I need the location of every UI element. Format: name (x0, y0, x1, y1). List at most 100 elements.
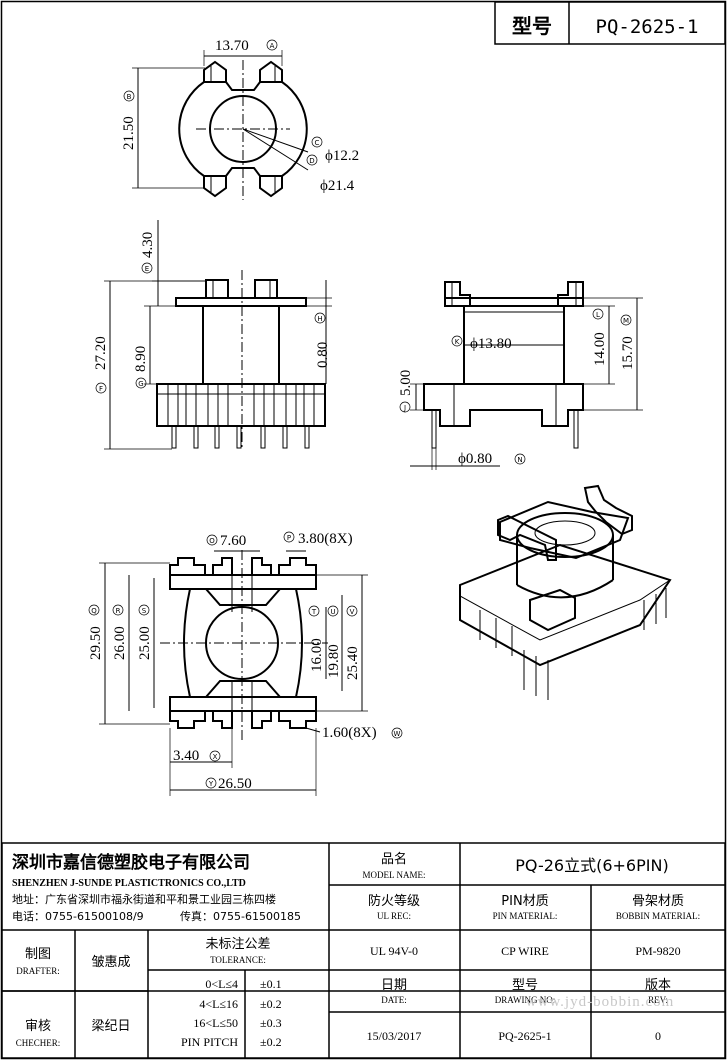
header-box: 型号 PQ-2625-1 (494, 1, 726, 45)
svg-text:D: D (309, 157, 314, 165)
dim-21-50: 21.50 (121, 116, 137, 150)
dim-label-f: F (95, 382, 107, 394)
watermark: www.jyd-bobbin.com (526, 994, 675, 1010)
tolerance-range: PIN PITCH (181, 1035, 238, 1049)
dim-label-t: T (308, 605, 320, 617)
drawing-no-label-en: DRAWING NO: (495, 995, 556, 1005)
svg-text:H: H (317, 315, 322, 323)
dim-3-80-8x: 3.80(8X) (298, 531, 353, 547)
svg-text:A: A (270, 42, 275, 50)
dim-phi-21-4: ϕ21.4 (320, 178, 355, 194)
title-block (1, 842, 726, 1059)
company-address: 地址：广东省深圳市福永街道和平和景工业园三栋四楼 (12, 892, 276, 906)
front-view (104, 220, 332, 450)
svg-text:F: F (99, 385, 103, 393)
rev-label-en: REV: (648, 995, 668, 1005)
dim-3-40: 3.40 (173, 748, 199, 764)
dim-phi-12-2: ϕ12.2 (325, 148, 359, 164)
dim-1-60-8x: 1.60(8X) (322, 725, 377, 741)
dim-label-p: P (283, 531, 295, 543)
svg-text:E: E (145, 265, 149, 273)
date-label-en: DATE: (381, 995, 407, 1005)
ul-label-en: UL REC: (377, 911, 411, 921)
svg-text:K: K (455, 338, 460, 346)
drafter-label-en: DRAFTER: (16, 966, 60, 976)
dim-label-d: D (306, 154, 318, 166)
svg-text:T: T (311, 608, 317, 616)
dim-25-40: 25.40 (345, 646, 361, 680)
bottom-view (99, 550, 368, 796)
svg-text:G: G (138, 380, 143, 388)
tolerance-label-en: TOLERANCE: (210, 955, 266, 965)
checker-name: 梁纪日 (91, 1019, 130, 1034)
dim-label-n: N (514, 453, 526, 465)
company-name-en: SHENZHEN J-SUNDE PLASTICTRONICS CO.,LTD (12, 878, 246, 889)
svg-text:J: J (403, 404, 406, 412)
dim-19-80: 19.80 (326, 644, 342, 678)
svg-text:S: S (142, 607, 147, 615)
ul-value: UL 94V-0 (370, 944, 418, 958)
tolerance-value: ±0.2 (260, 997, 282, 1011)
model-name-value: PQ-26立式(6+6PIN) (515, 856, 668, 875)
dim-label-b: B (123, 90, 135, 102)
rev-value: 0 (655, 1029, 661, 1043)
tolerance-value: ±0.1 (260, 977, 282, 991)
dim-14-00: 14.00 (592, 332, 608, 366)
dim-label-g: G (135, 377, 147, 389)
drafter-name: 皱惠成 (91, 954, 130, 970)
dim-label-k: K (451, 335, 463, 347)
tolerance-label-cn: 未标注公差 (205, 937, 270, 952)
company-name-cn: 深圳市嘉信德塑胶电子有限公司 (12, 852, 250, 873)
svg-text:U: U (330, 608, 335, 616)
header-part-number: PQ-2625-1 (596, 16, 699, 38)
svg-text:W: W (394, 730, 401, 738)
dim-label-a: A (266, 39, 278, 51)
svg-text:M: M (623, 317, 629, 325)
dim-8-90: 8.90 (133, 346, 149, 372)
date-value: 15/03/2017 (367, 1029, 422, 1043)
bobbin-material-label-en: BOBBIN MATERIAL: (616, 911, 700, 921)
rev-label-cn: 版本 (645, 978, 671, 993)
model-name-label-cn: 品名 (381, 851, 407, 867)
dim-26-00: 26.00 (112, 626, 128, 660)
svg-text:R: R (116, 607, 121, 615)
dim-label-s: S (138, 604, 150, 616)
bobbin-material-value: PM-9820 (635, 944, 680, 958)
dim-5-00: 5.00 (398, 370, 414, 396)
dim-16-00: 16.00 (309, 638, 325, 672)
isometric-view (459, 484, 672, 700)
dim-29-50: 29.50 (88, 626, 104, 660)
svg-text:B: B (127, 93, 132, 101)
dim-label-e: E (141, 262, 153, 274)
svg-text:Q: Q (91, 607, 97, 615)
checker-label-en: CHECHER: (16, 1038, 61, 1048)
pin-material-value: CP WIRE (501, 944, 549, 958)
dim-label-u: U (327, 605, 339, 617)
svg-text:P: P (287, 534, 291, 542)
dim-15-70: 15.70 (620, 336, 636, 370)
dim-label-o: O (206, 534, 218, 546)
svg-text:C: C (315, 139, 320, 147)
dim-label-x: X (209, 750, 221, 762)
pin-material-label-cn: PIN材质 (501, 894, 548, 909)
dim-25-00: 25.00 (137, 626, 153, 660)
dim-label-m: M (620, 314, 632, 326)
dim-0-80: 0.80 (315, 342, 331, 368)
dim-label-w: W (391, 727, 403, 739)
drawing-no-value: PQ-2625-1 (498, 1029, 551, 1043)
tolerance-value: ±0.2 (260, 1035, 282, 1049)
model-name-label-en: MODEL NAME: (363, 870, 426, 880)
top-view (132, 50, 309, 200)
svg-text:O: O (209, 537, 215, 545)
dim-phi-0-80: ϕ0.80 (458, 451, 492, 467)
date-label-cn: 日期 (381, 978, 407, 993)
tolerance-range: 0<L≤4 (205, 977, 238, 991)
dim-label-j: J (399, 401, 411, 413)
svg-text:N: N (517, 456, 522, 464)
tolerance-range: 4<L≤16 (199, 997, 238, 1011)
ul-label-cn: 防火等级 (368, 893, 420, 909)
svg-text:L: L (596, 311, 600, 319)
header-type-label: 型号 (512, 14, 552, 38)
dim-27-20: 27.20 (93, 336, 109, 370)
